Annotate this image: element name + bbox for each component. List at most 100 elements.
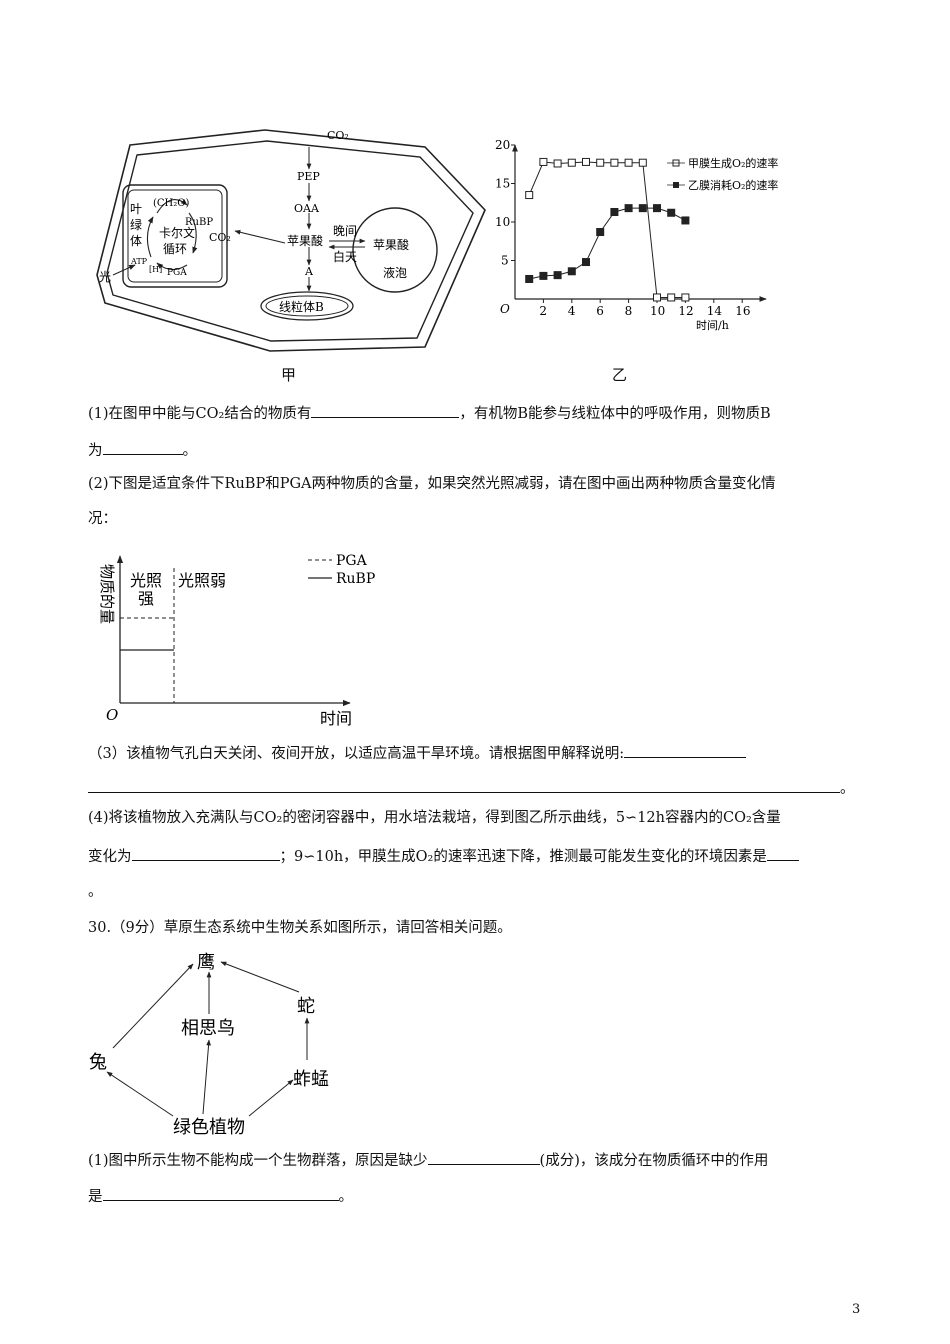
q3-line1: （3）该植物气孔白天关闭、夜间开放，以适应高温干旱环境。请根据图甲解释说明: xyxy=(88,743,747,764)
label-oaa: OAA xyxy=(294,202,320,215)
label-ch2o: (CH₂O) xyxy=(153,198,189,209)
organism-grasshopper: 蚱蜢 xyxy=(293,1069,329,1090)
answer-blank[interactable] xyxy=(102,1186,339,1201)
q2-line2: 况： xyxy=(88,511,117,527)
label-day: 白天 xyxy=(333,249,357,264)
data-point-1 xyxy=(638,204,647,213)
calvin-arrow-right xyxy=(188,212,198,254)
q1-line1: (1)在图甲中能与CO₂结合的物质有，有机物B能参与线粒体中的呼吸作用，则物质B xyxy=(88,403,771,424)
label-mito: 线粒体B xyxy=(279,299,324,314)
chloroplast-inner xyxy=(127,189,223,283)
y-tick-label: 15 xyxy=(495,177,510,191)
label-light: 光 xyxy=(99,270,111,284)
caption-jia: 甲 xyxy=(281,366,297,384)
label-co2-top: CO₂ xyxy=(327,129,349,142)
label-malic: 苹果酸 xyxy=(287,233,323,248)
origin-label: O xyxy=(106,706,118,724)
legend-pga: PGA xyxy=(336,553,368,569)
figure-jia: CO₂ PEP OAA 苹果酸 A 线粒体B 晚间 白天 苹果酸 液泡 (CH₂… xyxy=(96,129,486,352)
q30-1-line2: 是。 xyxy=(88,1186,353,1207)
organism-rabbit: 兔 xyxy=(89,1052,107,1073)
cell-wall-outer xyxy=(96,129,486,352)
cell-wall-inner xyxy=(106,140,474,342)
legend-jia: 甲膜生成O₂的速率 xyxy=(688,156,778,170)
x-tick-label: 8 xyxy=(625,304,633,318)
light-arrow xyxy=(112,264,136,276)
x-tick-label: 12 xyxy=(678,304,693,318)
data-point-1 xyxy=(667,208,676,217)
data-point-0 xyxy=(582,157,590,166)
origin-label: O xyxy=(500,302,510,316)
x-tick-label: 6 xyxy=(596,304,604,318)
q3-line2: 。 xyxy=(88,778,855,799)
x-label: 时间 xyxy=(320,709,352,728)
x-tick-label: 16 xyxy=(735,304,750,318)
q4-line1: (4)将该植物放入充满队与CO₂的密闭容器中，用水培法栽培，得到图乙所示曲线，5… xyxy=(88,810,781,826)
label-weak: 光照弱 xyxy=(178,571,226,590)
data-point-1 xyxy=(525,274,534,283)
x-tick-label: 4 xyxy=(568,304,576,318)
q30-title: 30.（9分）草原生态系统中生物关系如图所示，请回答相关问题。 xyxy=(88,920,512,936)
answer-blank[interactable] xyxy=(766,846,799,861)
answer-blank[interactable] xyxy=(624,743,747,758)
y-tick-label: 20 xyxy=(495,138,510,152)
food-web: 鹰 蛇 相思鸟 兔 蚱蜢 绿色植物 xyxy=(89,952,329,1138)
answer-blank[interactable] xyxy=(311,403,460,418)
data-point-0 xyxy=(525,191,534,200)
label-co2-mid: CO₂ xyxy=(209,231,231,244)
caption-yi: 乙 xyxy=(612,366,628,384)
data-point-0 xyxy=(610,158,619,167)
answer-blank[interactable] xyxy=(131,846,280,861)
answer-blank[interactable] xyxy=(427,1150,540,1165)
label-vacuole: 液泡 xyxy=(383,265,407,280)
data-point-1 xyxy=(582,258,590,267)
data-point-0 xyxy=(553,159,562,168)
mitochondrion-outer xyxy=(260,291,354,321)
q30-1-line1: (1)图中所示生物不能构成一个生物群落，原因是缺少(成分)，该成分在物质循环中的… xyxy=(88,1150,768,1171)
data-point-0 xyxy=(653,293,661,302)
label-chloro3: 体 xyxy=(130,234,142,248)
calvin-arrow-top xyxy=(156,199,188,214)
data-point-0 xyxy=(567,158,576,167)
label-a: A xyxy=(304,265,314,278)
mitochondrion-inner xyxy=(265,295,349,317)
x-tick-label: 2 xyxy=(539,304,547,318)
answer-blank[interactable] xyxy=(88,778,840,793)
answer-blank[interactable] xyxy=(102,440,183,455)
y-tick-label: 5 xyxy=(501,254,509,268)
data-point-1 xyxy=(567,267,576,276)
data-point-0 xyxy=(624,158,633,167)
label-night: 晚间 xyxy=(333,224,357,238)
label-calvin2: 循环 xyxy=(163,242,187,256)
series-line-1 xyxy=(529,207,686,280)
figure-q2: PGA RuBP 光照 强 光照弱 O 时间 物质的量 xyxy=(98,553,375,728)
organism-bird: 相思鸟 xyxy=(181,1018,235,1039)
data-point-1 xyxy=(624,204,633,213)
label-vac-malic: 苹果酸 xyxy=(373,237,409,252)
x-tick-label: 14 xyxy=(707,304,723,318)
data-point-0 xyxy=(667,293,676,302)
q4-line2: 变化为；9∽10h，甲膜生成O₂的速率迅速下降，推测最可能发生变化的环境因素是 xyxy=(88,846,799,867)
calvin-arrow-bottom xyxy=(156,262,188,271)
q2-line1: (2)下图是适宜条件下RuBP和PGA两种物质的含量，如果突然光照减弱，请在图中… xyxy=(88,476,776,492)
page-number: 3 xyxy=(852,1302,861,1317)
x-tick-label: 10 xyxy=(650,304,665,318)
label-strong1: 光照 xyxy=(130,571,162,590)
data-point-0 xyxy=(681,293,690,302)
chloroplast-outer xyxy=(122,184,228,288)
label-atp: ATP xyxy=(130,257,148,266)
y-tick-label: 10 xyxy=(495,215,510,229)
q1-line2: 为。 xyxy=(88,440,197,461)
label-strong2: 强 xyxy=(138,589,154,608)
y-label: 物质的量 xyxy=(98,564,116,624)
data-point-0 xyxy=(596,158,605,167)
data-point-1 xyxy=(653,204,661,213)
data-point-0 xyxy=(638,158,647,167)
legend-yi: 乙膜消耗O₂的速率 xyxy=(688,178,778,192)
label-chloro2: 绿 xyxy=(130,217,142,232)
data-point-1 xyxy=(610,207,619,216)
calvin-arrow-left xyxy=(146,216,154,258)
label-pep: PEP xyxy=(297,170,320,183)
organism-plant: 绿色植物 xyxy=(173,1117,245,1138)
